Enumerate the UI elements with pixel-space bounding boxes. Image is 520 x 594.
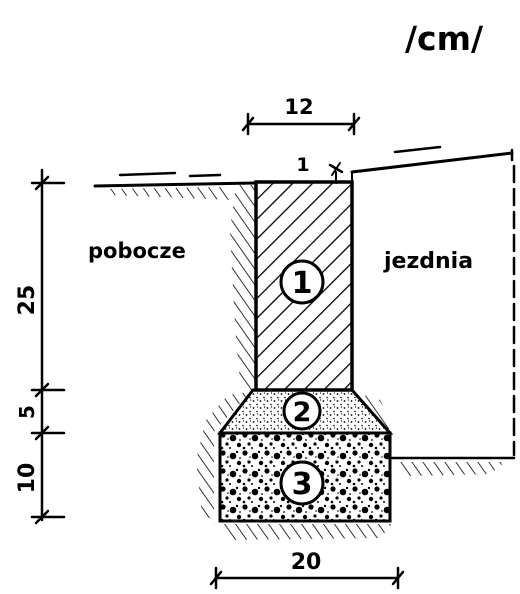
base-soil: [196, 392, 395, 540]
curb-width-dimension: 12: [241, 95, 361, 136]
shoulder-label: pobocze: [88, 239, 186, 263]
foundation-height-value: 10: [15, 463, 40, 494]
layer-2-marker: 2: [282, 391, 322, 431]
top-offset-value: 1: [296, 154, 309, 176]
vertical-dimension-chain: 25 5 10: [15, 168, 66, 525]
foundation-width-value: 20: [291, 550, 322, 575]
roadway-surface: [350, 145, 516, 476]
layer-3-marker: 3: [279, 460, 325, 506]
curb-width-value: 12: [284, 95, 313, 119]
layer-3-number: 3: [292, 467, 313, 502]
layer-1-number: 1: [292, 266, 313, 301]
foundation-width-dimension: 20: [209, 550, 405, 590]
layer-1-marker: 1: [279, 259, 325, 305]
layer-2-number: 2: [293, 397, 312, 428]
top-offset-dimension: 1: [296, 154, 344, 184]
roadway-label: jezdnia: [383, 249, 473, 274]
unit-label: /cm/: [405, 19, 484, 58]
shoulder-ground: [93, 171, 257, 392]
curb-height-value: 25: [15, 285, 40, 316]
bedding-height-value: 5: [15, 405, 39, 419]
